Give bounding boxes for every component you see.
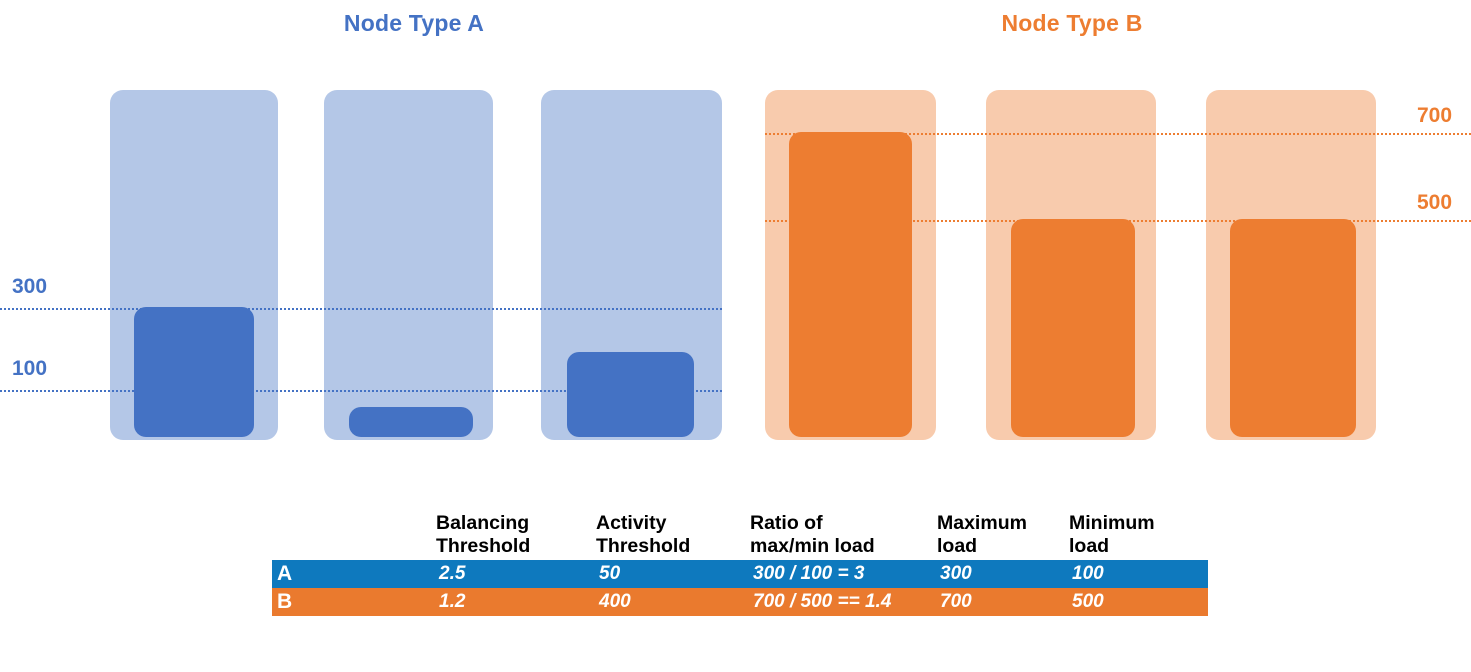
- table-header-row: Balancing Threshold Activity Threshold R…: [272, 512, 1208, 560]
- header-line-2: max/min load: [750, 535, 875, 557]
- header-line-2: Threshold: [596, 535, 691, 557]
- threshold-label-700: 700: [1417, 104, 1453, 127]
- threshold-line-100: [0, 390, 722, 392]
- header-line-2: Threshold: [436, 535, 531, 557]
- threshold-label-100: 100: [12, 357, 48, 380]
- cell-minimum-load-b: 500: [1072, 591, 1104, 612]
- threshold-label-500: 500: [1417, 191, 1453, 214]
- table-header-minimum-load: Minimum load: [1067, 512, 1220, 558]
- table-row: B 1.2 400 700 / 500 == 1.4 700 500: [272, 588, 1208, 616]
- capacity-bar-a-2: [324, 90, 493, 440]
- load-bar-b-2: [1011, 219, 1135, 437]
- header-line-2: load: [1069, 535, 1110, 557]
- header-line-1: Ratio of: [750, 512, 823, 534]
- chart-node-type-a: [0, 88, 740, 440]
- cell-ratio-b: 700 / 500 == 1.4: [753, 591, 892, 612]
- header-line-1: Minimum: [1069, 512, 1155, 534]
- chart-node-type-b: [740, 88, 1471, 440]
- summary-table: Balancing Threshold Activity Threshold R…: [272, 512, 1208, 616]
- load-bar-b-3: [1230, 219, 1356, 437]
- table-row: A 2.5 50 300 / 100 = 3 300 100: [272, 560, 1208, 588]
- cell-minimum-load-a: 100: [1072, 563, 1104, 584]
- row-label-a: A: [277, 562, 293, 585]
- cell-maximum-load-b: 700: [940, 591, 972, 612]
- cell-maximum-load-a: 300: [940, 563, 972, 584]
- load-bar-b-1: [789, 132, 912, 437]
- table-header-activity-threshold: Activity Threshold: [594, 512, 748, 558]
- header-line-2: load: [937, 535, 978, 557]
- load-bar-a-1: [134, 307, 254, 437]
- cell-balancing-threshold-b: 1.2: [439, 591, 466, 612]
- table-header-maximum-load: Maximum load: [935, 512, 1067, 558]
- row-label-b: B: [277, 590, 293, 613]
- panel-title-node-type-b: Node Type B: [1001, 10, 1143, 36]
- cell-balancing-threshold-a: 2.5: [439, 563, 466, 584]
- header-line-1: Balancing: [436, 512, 530, 534]
- header-line-1: Maximum: [937, 512, 1027, 534]
- threshold-line-500: [765, 220, 1471, 222]
- threshold-label-300: 300: [12, 275, 48, 298]
- cell-activity-threshold-a: 50: [599, 563, 621, 584]
- panel-title-node-type-a: Node Type A: [343, 10, 485, 36]
- header-line-1: Activity: [596, 512, 667, 534]
- threshold-line-300: [0, 308, 722, 310]
- threshold-line-700: [765, 133, 1471, 135]
- cell-activity-threshold-b: 400: [599, 591, 631, 612]
- load-bar-a-3: [567, 352, 694, 437]
- cell-ratio-a: 300 / 100 = 3: [753, 563, 865, 584]
- load-bar-a-2: [349, 407, 473, 437]
- table-header-ratio: Ratio of max/min load: [748, 512, 935, 558]
- table-header-balancing-threshold: Balancing Threshold: [434, 512, 594, 558]
